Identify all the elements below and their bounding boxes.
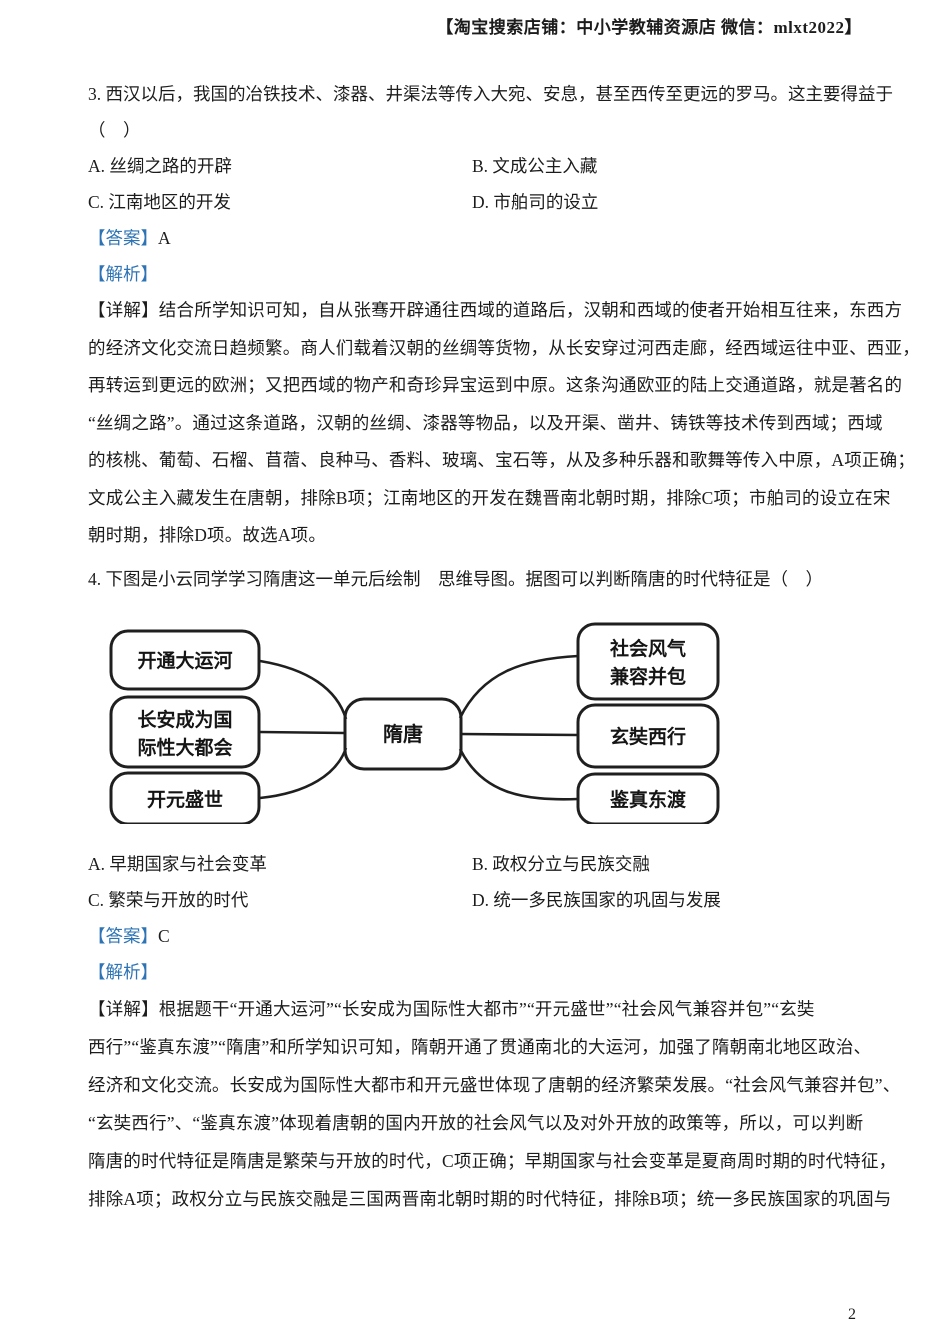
mindmap-center-box [343,697,463,770]
mindmap-node-box [109,695,261,768]
option-row: C. 繁荣与开放的时代 D. 统一多民族国家的巩固与发展 [88,882,868,918]
question-4-options: A. 早期国家与社会变革 B. 政权分立与民族交融 C. 繁荣与开放的时代 D.… [88,846,868,918]
mindmap-node-box [109,629,261,690]
option-row: A. 丝绸之路的开辟 B. 文成公主入藏 [88,148,868,184]
mindmap-node-box [576,703,720,768]
explanation-line: 排除A项；政权分立与民族交融是三国两晋南北朝时期的时代特征，排除B项；统一多民族… [88,1188,892,1209]
question-3-stem-line: 3. 西汉以后，我国的冶铁技术、漆器、井渠法等传入大宛、安息，甚至西传至更远的罗… [88,84,893,104]
page-number: 2 [848,1306,856,1323]
explanation-line: 【详解】结合所学知识可知，自从张骞开辟通往西域的道路后，汉朝和西域的使者开始相互… [88,300,903,320]
explanation-line: 隋唐的时代特征是隋唐是繁荣与开放的时代，C项正确；早期国家与社会变革是夏商周时期… [88,1150,897,1171]
question-4-option-c: C. 繁荣与开放的时代 [88,889,249,910]
option-row: C. 江南地区的开发 D. 市舶司的设立 [88,184,868,220]
question-4-option-a: A. 早期国家与社会变革 [88,853,267,874]
question-4-analysis-row: 【解析】 [88,954,868,990]
question-4-answer-row: 【答案】C [88,918,868,954]
explanation-line: 文成公主入藏发生在唐朝，排除B项；江南地区的开发在魏晋南北朝时期，排除C项；市舶… [88,487,891,508]
question-4-option-d: D. 统一多民族国家的巩固与发展 [472,889,721,910]
question-3-analysis-row: 【解析】 [88,256,868,292]
mindmap-edge [458,747,579,801]
explanation-line: 的核桃、葡萄、石榴、苜蓿、良种马、香料、玻璃、宝石等，从及多种乐器和歌舞等传入中… [88,450,916,470]
explanation-line: 的经济文化交流日趋频繁。商人们载着汉朝的丝绸等货物，从长安穿过河西走廊，经西域运… [88,337,920,358]
mindmap-node-label: 开通大运河 [137,649,232,672]
analysis-label: 【解析】 [88,961,158,982]
mindmap-edge [459,732,579,736]
explanation-line: “丝绸之路”。通过这条道路，汉朝的丝绸、漆器等物品，以及开渠、凿井、铸铁等技术传… [88,412,883,433]
mindmap-node-box [576,772,720,824]
mindmap-edge [458,654,579,719]
mindmap-node-label: 开元盛世 [147,788,223,811]
mindmap-node-label: 鉴真东渡 [609,788,687,811]
mindmap-figure: 开通大运河 长安成为国 际性大都会 开元盛世 隋唐 社会风气 兼容并包 玄奘西行… [94,617,746,824]
explanation-line: “玄奘西行”、“鉴真东渡”体现着唐朝的国内开放的社会风气以及对外开放的政策等，所… [88,1112,864,1133]
question-3-option-c: C. 江南地区的开发 [88,192,231,212]
mindmap-node-label: 兼容并包 [610,665,686,688]
shop-banner: 【淘宝搜索店铺：中小学教辅资源店 微信：mlxt2022】 [436,18,862,37]
explanation-line: 朝时期，排除D项。故选A项。 [88,525,327,545]
explanation-line: 【详解】根据题干“开通大运河”“长安成为国际性大都市”“开元盛世”“社会风气兼容… [88,998,815,1019]
question-3-answer: A [158,228,171,248]
page-content: 3. 西汉以后，我国的冶铁技术、漆器、井渠法等传入大宛、安息，甚至西传至更远的罗… [88,0,920,1218]
question-4-stem-line: 4. 下图是小云同学学习隋唐这一单元后绘制 思维导图。据图可以判断隋唐的时代特征… [88,568,823,589]
question-3-options: A. 丝绸之路的开辟 B. 文成公主入藏 C. 江南地区的开发 D. 市舶司的设… [88,148,868,220]
question-4-option-b: B. 政权分立与民族交融 [472,853,650,874]
mindmap-edge [259,747,348,799]
mindmap-edge [259,730,346,734]
mindmap-svg: 开通大运河 长安成为国 际性大都会 开元盛世 隋唐 社会风气 兼容并包 玄奘西行… [109,622,720,824]
mindmap-node-label: 玄奘西行 [610,725,686,748]
question-3-option-d: D. 市舶司的设立 [472,192,599,212]
mindmap-center-label: 隋唐 [383,722,423,746]
explanation-line: 再转运到更远的欧洲；又把西域的物产和奇珍异宝运到中原。这条沟通欧亚的陆上交通道路… [88,375,903,395]
question-4-stem: 4. 下图是小云同学学习隋唐这一单元后绘制 思维导图。据图可以判断隋唐的时代特征… [88,561,868,597]
answer-label: 【答案】 [88,228,158,248]
mindmap-node-label: 社会风气 [609,637,686,660]
explanation-line: 西行”“鉴真东渡”“隋唐”和所学知识可知，隋朝开通了贯通南北的大运河，加强了隋朝… [88,1036,872,1057]
mindmap-node-label: 际性大都会 [137,736,232,759]
question-3-option-b: B. 文成公主入藏 [472,156,598,176]
mindmap-edge [259,659,348,719]
question-3-option-a: A. 丝绸之路的开辟 [88,156,232,176]
analysis-label: 【解析】 [88,264,158,284]
question-3-stem-line: （ ） [88,120,141,140]
question-3-explanation: 【详解】结合所学知识可知，自从张骞开辟通往西域的道路后，汉朝和西域的使者开始相互… [88,292,920,555]
mindmap-node-box [576,622,720,700]
option-row: A. 早期国家与社会变革 B. 政权分立与民族交融 [88,846,868,882]
question-3-answer-row: 【答案】A [88,220,868,256]
mindmap-node-box [109,771,261,824]
question-4-explanation: 【详解】根据题干“开通大运河”“长安成为国际性大都市”“开元盛世”“社会风气兼容… [88,990,901,1218]
question-4-answer: C [158,925,170,946]
mindmap-node-label: 长安成为国 [137,708,232,731]
explanation-line: 经济和文化交流。长安成为国际性大都市和开元盛世体现了唐朝的经济繁荣发展。“社会风… [88,1074,901,1095]
question-3-stem: 3. 西汉以后，我国的冶铁技术、漆器、井渠法等传入大宛、安息，甚至西传至更远的罗… [88,76,893,148]
answer-label: 【答案】 [88,925,158,946]
